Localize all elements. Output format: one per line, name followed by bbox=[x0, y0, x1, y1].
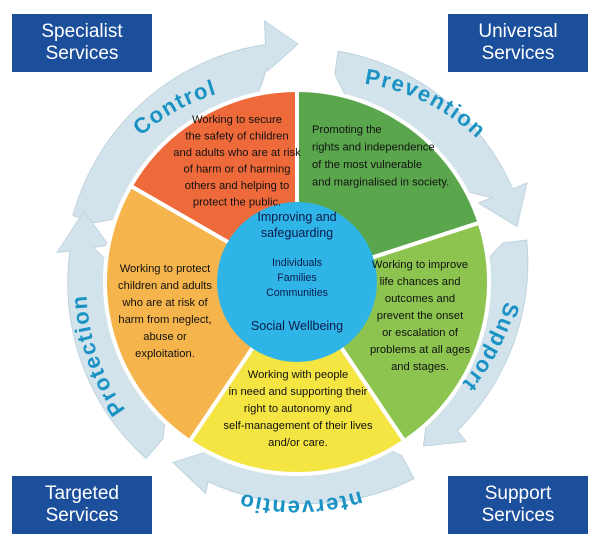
intervention-line-3: right to autonomy and bbox=[244, 403, 352, 415]
intervention-line-5: and/or care. bbox=[268, 437, 328, 449]
intervention-line-2: in need and supporting their bbox=[229, 386, 368, 398]
control-line-4: of harm or of harming bbox=[184, 164, 291, 176]
universal-services-box: Universal Services bbox=[448, 14, 588, 72]
intervention-description: Working with people in need and supportin… bbox=[223, 369, 373, 449]
center-heading-line-1: Improving and bbox=[257, 210, 336, 224]
prevention-line-4: and marginalised in society. bbox=[312, 177, 449, 189]
support-line-6: problems at all ages bbox=[370, 344, 471, 356]
protection-line-4: harm from neglect, bbox=[118, 314, 211, 326]
control-line-1: Working to secure bbox=[192, 114, 282, 126]
support-line-5: or escalation of bbox=[382, 327, 459, 339]
segment-intervention bbox=[187, 280, 407, 477]
control-line-3: and adults who are at risk bbox=[173, 147, 301, 159]
center-footer: Social Wellbeing bbox=[251, 319, 343, 333]
control-line-2: the safety of children bbox=[185, 131, 288, 143]
center-item-individuals: Individuals bbox=[272, 257, 322, 269]
center-item-communities: Communities bbox=[266, 287, 328, 299]
support-line-3: outcomes and bbox=[385, 293, 455, 305]
protection-line-5: abuse or bbox=[143, 331, 187, 343]
protection-description: Working to protect children and adults who… bbox=[118, 263, 212, 360]
segment-protection bbox=[102, 184, 299, 444]
support-line-1: Working to improve bbox=[372, 259, 468, 271]
protection-line-2: children and adults bbox=[118, 280, 212, 292]
prevention-description: Promoting the rights and independence of t… bbox=[312, 124, 449, 189]
intervention-line-4: self-management of their lives bbox=[223, 420, 373, 432]
specialist-services-box: Specialist Services bbox=[12, 14, 152, 72]
support-services-box: Support Services bbox=[448, 476, 588, 534]
support-description: Working to improve life chances and outcom… bbox=[370, 259, 471, 373]
prevention-line-3: of the most vulnerable bbox=[312, 159, 422, 171]
protection-line-1: Working to protect bbox=[120, 263, 211, 275]
support-line-7: and stages. bbox=[391, 361, 449, 373]
center-item-families: Families bbox=[277, 272, 316, 284]
center-heading-line-2: safeguarding bbox=[261, 226, 333, 240]
protection-line-6: exploitation. bbox=[135, 348, 195, 360]
support-line-2: life chances and bbox=[380, 276, 461, 288]
prevention-line-2: rights and independence bbox=[312, 142, 435, 154]
intervention-line-1: Working with people bbox=[248, 369, 349, 381]
center-circle bbox=[217, 202, 377, 362]
control-description: Working to secure the safety of children a… bbox=[173, 114, 301, 209]
control-line-5: others and helping to bbox=[185, 180, 290, 192]
protection-line-3: who are at risk of bbox=[121, 297, 208, 309]
targeted-services-box: Targeted Services bbox=[12, 476, 152, 534]
prevention-line-1: Promoting the bbox=[312, 124, 382, 136]
control-line-6: protect the public. bbox=[193, 197, 281, 209]
support-line-4: prevent the onset bbox=[377, 310, 464, 322]
